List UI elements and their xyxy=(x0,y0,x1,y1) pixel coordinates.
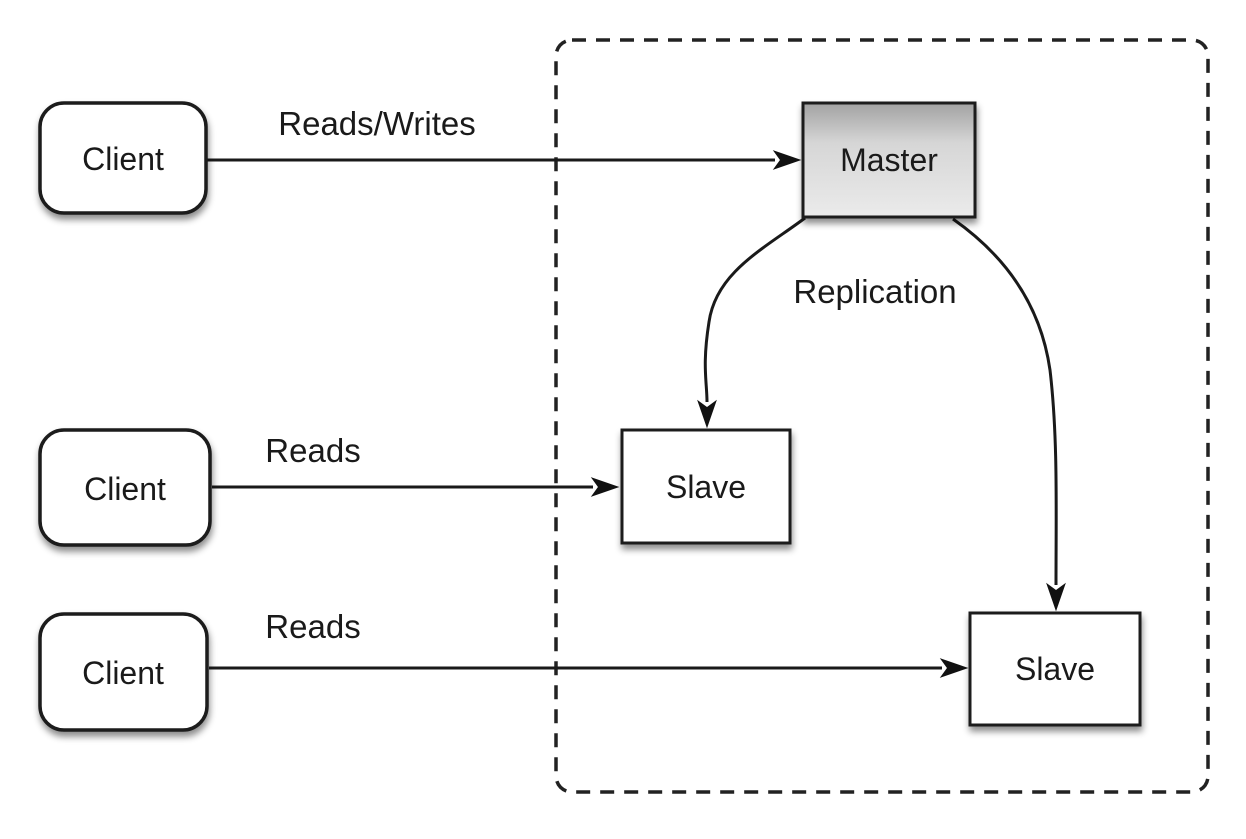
client-node-1 xyxy=(38,101,208,215)
master-node-label: Master xyxy=(840,142,938,178)
replication-label: Replication xyxy=(793,273,956,310)
master-node xyxy=(801,101,977,219)
slave-node-top-label: Slave xyxy=(666,469,746,505)
reads-label-middle: Reads xyxy=(265,432,360,469)
client-node-3-label: Client xyxy=(82,655,164,691)
slave-node-bottom xyxy=(968,611,1142,727)
reads-label-bottom: Reads xyxy=(265,608,360,645)
replication-arrow-left xyxy=(697,216,806,429)
slave-node-bottom-label: Slave xyxy=(1015,651,1095,687)
reads-writes-label: Reads/Writes xyxy=(278,105,475,142)
client-node-2 xyxy=(38,428,212,547)
client-node-2-label: Client xyxy=(84,471,166,507)
client-node-3 xyxy=(38,612,209,732)
replication-arrow-right xyxy=(952,217,1066,612)
client-node-1-label: Client xyxy=(82,141,164,177)
slave-node-top xyxy=(620,428,792,545)
